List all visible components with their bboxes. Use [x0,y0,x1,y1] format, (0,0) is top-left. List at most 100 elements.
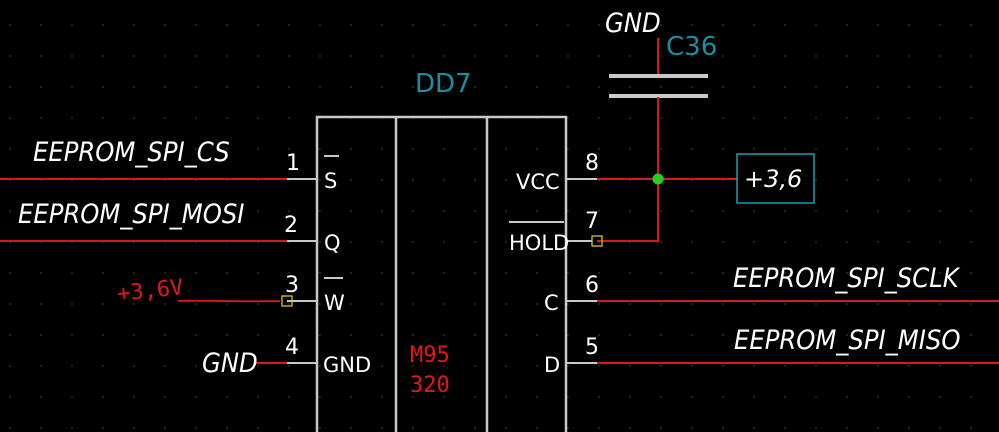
grid-dot [319,210,321,212]
grid-dot [753,210,755,212]
pin-5-net-label: EEPROM_SPI_MISO [734,325,960,356]
grid-dot [970,24,972,26]
grid-dot [257,55,259,57]
grid-dot [660,86,662,88]
grid-dot [288,148,290,150]
grid-dot [784,396,786,398]
pin-7[interactable]: 7 HOLD [509,209,603,255]
grid-dot [226,148,228,150]
grid-dot [567,55,569,57]
grid-dot [877,24,879,26]
grid-dot [815,148,817,150]
grid-dot [722,241,724,243]
grid-dot [815,24,817,26]
grid-dot [567,396,569,398]
grid-dot [474,303,476,305]
grid-dot [443,303,445,305]
pin-4[interactable]: GND 4 GND [202,335,371,379]
grid-dot [908,396,910,398]
grid-dot [257,272,259,274]
grid-dot [71,86,73,88]
pin-2[interactable]: EEPROM_SPI_MOSI 2 Q [0,199,341,255]
grid-dot [257,86,259,88]
grid-dot [567,303,569,305]
grid-dot [443,334,445,336]
grid-dot [40,86,42,88]
grid-dot [753,24,755,26]
handwritten-annotations: +3,6V M95 320 [116,275,450,398]
grid-dot [40,272,42,274]
pin-3[interactable]: 3 W [281,273,345,315]
grid-dot [71,396,73,398]
grid-dot [133,303,135,305]
ic-dd7[interactable]: DD7 [315,69,568,432]
grid-dot [381,272,383,274]
grid-dot [195,365,197,367]
grid-dot [257,303,259,305]
grid-dot [939,148,941,150]
grid-dot [133,148,135,150]
grid-dot [970,334,972,336]
grid-dot [846,117,848,119]
grid-dot [505,55,507,57]
pin-8[interactable]: 8 VCC [516,151,599,194]
grid-dot [753,427,755,429]
grid-dot [939,55,941,57]
power-port-3v6[interactable]: +3,6 [736,153,815,204]
grid-dot [567,272,569,274]
grid-dot [567,334,569,336]
grid-dot [257,210,259,212]
grid-dot [288,117,290,119]
grid-dot [443,427,445,429]
grid-dot [319,241,321,243]
grid-dot [505,148,507,150]
grid-dot [598,365,600,367]
grid-dot [257,117,259,119]
grid-dot [939,334,941,336]
grid-dot [257,334,259,336]
pin-5[interactable]: EEPROM_SPI_MISO 5 D [544,325,999,377]
grid-dot [846,24,848,26]
grid-dot [629,303,631,305]
grid-dot [319,148,321,150]
grid-dot [350,179,352,181]
grid-dot [753,179,755,181]
grid-dot [691,241,693,243]
grid-dot [691,55,693,57]
grid-dot [877,241,879,243]
grid-dot [102,117,104,119]
grid-dot [102,427,104,429]
grid-dot [660,117,662,119]
grid-dot [288,396,290,398]
grid-dot [815,117,817,119]
grid-dot [257,427,259,429]
grid-dot [412,427,414,429]
pin-1[interactable]: EEPROM_SPI_CS 1 S [0,137,339,193]
grid-dot [660,55,662,57]
grid-dot [9,272,11,274]
grid-dot [350,334,352,336]
grid-dot [71,210,73,212]
grid-dot [443,210,445,212]
grid-dot [939,303,941,305]
grid-dot [319,427,321,429]
hand-part-number-2: 320 [410,373,450,398]
grid-dot [815,241,817,243]
grid-dot [195,334,197,336]
grid-dot [319,396,321,398]
grid-dot [846,365,848,367]
grid-dot [443,179,445,181]
grid-dot [102,148,104,150]
grid-dot [102,396,104,398]
capacitor-c36[interactable]: C36 GND [605,8,717,179]
pin-3-endpoint-marker [281,295,293,307]
pin-6[interactable]: EEPROM_SPI_SCLK 6 C [544,263,999,315]
grid-dot [40,148,42,150]
grid-dot [102,55,104,57]
grid-dot [133,117,135,119]
grid-dot [877,334,879,336]
grid-dot [102,210,104,212]
grid-dot [722,210,724,212]
grid-dot [195,396,197,398]
grid-dot [970,148,972,150]
